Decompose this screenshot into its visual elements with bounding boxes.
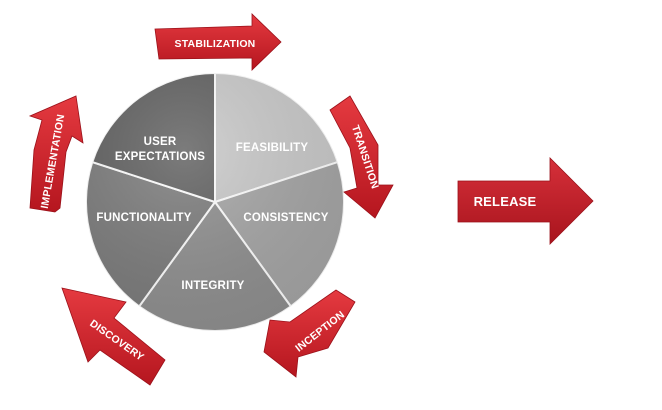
arrow-stabilization: STABILIZATION: [154, 13, 282, 71]
label-stabilization: STABILIZATION: [175, 38, 256, 50]
label-consistency: CONSISTENCY: [243, 212, 328, 224]
label-release: RELEASE: [474, 194, 537, 209]
label-user: USER: [144, 136, 177, 148]
label-functionality: FUNCTIONALITY: [96, 212, 191, 224]
label-integrity: INTEGRITY: [181, 280, 244, 292]
label-feasibility: FEASIBILITY: [236, 142, 309, 154]
arrow-implementation: IMPLEMENTATION: [28, 95, 84, 213]
pie-wheel: [85, 71, 345, 333]
label-expectations: EXPECTATIONS: [115, 151, 205, 163]
arrow-transition: TRANSITION: [329, 95, 394, 219]
release-arrow: RELEASE: [457, 157, 594, 245]
